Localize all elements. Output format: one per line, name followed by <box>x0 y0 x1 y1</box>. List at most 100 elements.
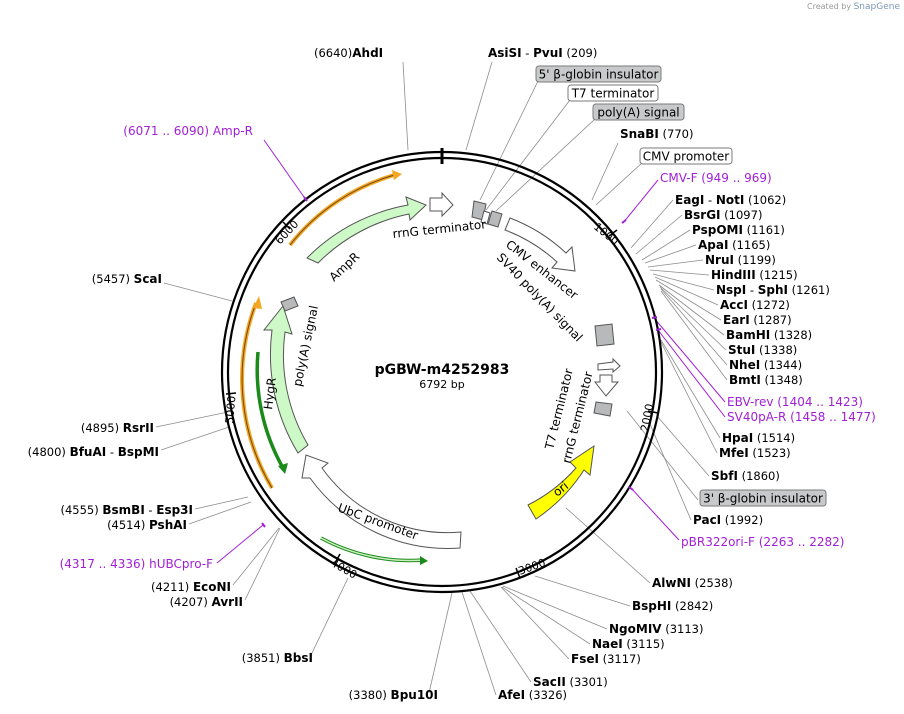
primer-pbr322ori-f-part: (2263 .. 2282) <box>755 535 845 549</box>
site-bsmbi-esp3i-part: BsmBI <box>102 503 144 517</box>
box-leader-t7-terminator <box>485 99 571 211</box>
site-bfuai-bspmi-part: - <box>106 445 117 459</box>
site-ngomiv-part: (3113) <box>662 622 704 636</box>
site-leader-asisi-pvui <box>465 61 493 151</box>
box-leader-beta-globin-3 <box>626 410 699 501</box>
site-label-sacii: SacII (3301) <box>533 675 608 689</box>
site-leader-bfuai-bspmi <box>160 426 230 451</box>
site-eagi-noti-part: NotI <box>716 193 745 207</box>
plasmid-length: 6792 bp <box>419 378 464 391</box>
site-leader-nspi-sphi <box>652 273 715 291</box>
polya-block-right <box>593 401 613 417</box>
site-label-bpu10i: (3380) Bpu10I <box>349 688 438 702</box>
primer-marks <box>261 196 662 528</box>
site-bsrgi-part: (1097) <box>721 208 763 222</box>
primer-leader-sv40pa-r <box>657 329 726 418</box>
site-pshai-part: PshAI <box>149 518 187 532</box>
site-asisi-pvui-part: PvuI <box>533 46 563 60</box>
orange-orf-top-core <box>289 173 399 246</box>
site-leader-naei <box>501 586 591 645</box>
primer-ebv-rev-part: (1404 .. 1423) <box>773 395 863 409</box>
ampr-arrow <box>306 196 427 264</box>
polya-block-left <box>280 296 299 312</box>
primer-label-cmv-f: CMV-F (949 .. 969) <box>660 171 772 185</box>
primer-label-pbr322ori-f: pBR322ori-F (2263 .. 2282) <box>681 535 844 549</box>
site-nspi-sphi-part: SphI <box>758 283 788 297</box>
site-hpai-part: HpaI <box>722 431 753 445</box>
t7-terminator-inner-arrow <box>597 357 621 374</box>
site-sacii-part: (3301) <box>566 675 608 689</box>
site-leader-pshai <box>188 501 252 525</box>
site-mfei-part: MfeI <box>719 446 749 460</box>
site-nrui-part: NruI <box>705 253 734 267</box>
feature-box-polya-signal <box>592 103 685 121</box>
site-leader-bamhi <box>658 284 725 336</box>
primer-amp-r-part: (6071 .. 6090) <box>123 124 209 138</box>
site-leader-eari <box>655 279 722 321</box>
site-label-bsrgi: BsrGI (1097) <box>684 208 762 222</box>
site-asisi-pvui-part: - <box>522 46 533 60</box>
site-leader-bsrgi <box>635 214 683 255</box>
ubc-promoter-label: UbC promoter <box>336 501 420 543</box>
site-leader-nhei <box>660 288 728 366</box>
ubc-orf-bar-inner <box>320 537 425 562</box>
leader-lines <box>155 61 728 696</box>
site-ahdi-part: AhdI <box>352 46 383 60</box>
site-bpu10i-part: (3380) <box>349 688 391 702</box>
site-naei-part: NaeI <box>592 637 623 651</box>
site-bamhi-part: BamHI <box>726 328 770 342</box>
ori-arrow <box>527 444 595 520</box>
site-mfei-part: (1523) <box>749 446 791 460</box>
site-bfuai-bspmi-part: BspMI <box>118 445 159 459</box>
site-bsmbi-esp3i-part: (4555) <box>60 503 102 517</box>
site-fsei-part: (3117) <box>599 652 641 666</box>
site-leader-bsmbi-esp3i <box>194 496 249 510</box>
site-label-acci: AccI (1272) <box>720 298 790 312</box>
site-label-bmti: BmtI (1348) <box>729 373 803 387</box>
site-bbsi-part: (3851) <box>242 651 284 665</box>
primer-ebv-rev-part: EBV-rev <box>727 395 773 409</box>
site-label-pspomi: PspOMI (1161) <box>692 223 785 237</box>
site-pspomi-part: (1161) <box>743 223 785 237</box>
feature-box-beta-globin-3 <box>699 489 827 507</box>
site-eagi-noti-part: - <box>704 193 715 207</box>
site-label-ngomiv: NgoMIV (3113) <box>609 622 703 636</box>
site-leader-nrui <box>647 259 704 268</box>
primer-sv40pa-r-part: (1458 .. 1477) <box>786 410 876 424</box>
site-hpai-part: (1514) <box>753 431 795 445</box>
site-label-naei: NaeI (3115) <box>592 637 665 651</box>
site-asisi-pvui-part: AsiSI <box>488 46 522 60</box>
site-nhei-part: NheI <box>729 358 760 372</box>
site-bbsi-part: BbsI <box>284 651 313 665</box>
site-econi-part: (4211) <box>151 580 193 594</box>
site-bamhi-part: (1328) <box>770 328 812 342</box>
box-leader-polya-signal <box>495 118 596 212</box>
site-stui-part: (1338) <box>755 343 797 357</box>
ubc-promoter-arrow <box>301 454 462 549</box>
site-apai-part: (1165) <box>728 238 770 252</box>
site-acci-part: (1272) <box>748 298 790 312</box>
site-snabi-part: (770) <box>659 127 694 141</box>
site-snabi-part: SnaBI <box>620 127 659 141</box>
site-bsphi-part: (2842) <box>671 599 713 613</box>
site-label-hindiii: HindIII (1215) <box>711 268 798 282</box>
plasmid-backbone <box>220 148 664 594</box>
site-leader-avrii <box>244 527 281 601</box>
site-naei-part: (3115) <box>623 637 665 651</box>
site-label-econi: (4211) EcoNI <box>151 580 231 594</box>
site-label-avrii: (4207) AvrII <box>170 595 243 609</box>
site-nspi-sphi-part: - <box>746 283 757 297</box>
site-leader-bbsi <box>310 577 349 656</box>
site-label-nhei: NheI (1344) <box>729 358 802 372</box>
site-rsrii-part: (4895) <box>81 421 123 435</box>
site-sacii-part: SacII <box>533 675 566 689</box>
primer-leader-amp-r <box>263 139 305 198</box>
site-ngomiv-part: NgoMIV <box>609 622 662 636</box>
site-fsei-part: FseI <box>571 652 599 666</box>
feature-box-cmv-promoter <box>639 147 733 165</box>
site-afei-part: (3326) <box>525 688 567 702</box>
site-paci-part: PacI <box>693 513 721 527</box>
primer-sv40pa-r-part: SV40pA-R <box>727 410 786 424</box>
site-nspi-sphi-part: NspI <box>716 283 746 297</box>
